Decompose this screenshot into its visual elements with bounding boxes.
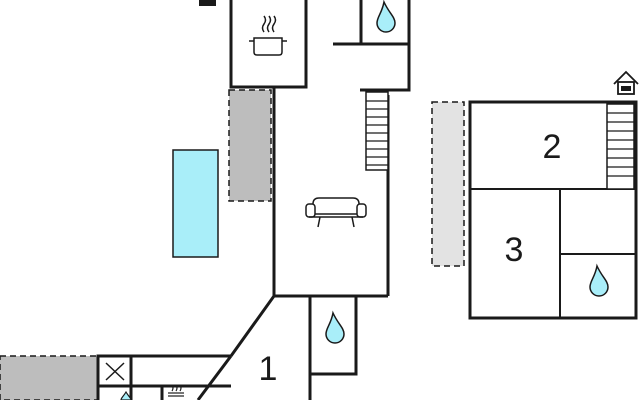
terrace-left: [228, 89, 272, 202]
swimming-pool: [172, 149, 219, 258]
room-1-walls: [229, 295, 358, 400]
upper-right-walls: [333, 0, 411, 92]
sofa-icon: [305, 197, 367, 228]
room-1-lower-diagonal: [196, 355, 233, 400]
terrace-lower-left: [0, 355, 99, 400]
water-drop-icon: [325, 310, 345, 344]
home-entrance-icon: [613, 70, 639, 95]
water-drop-icon: [120, 390, 132, 400]
water-drop-icon: [589, 263, 609, 297]
top-marker: [199, 0, 216, 6]
water-drop-icon: [376, 0, 396, 33]
terrace-annex: [431, 101, 465, 267]
storage-box-icon: [105, 362, 125, 381]
heater-icon: [168, 384, 184, 397]
utility-walls: [96, 354, 231, 400]
main-building: 1: [0, 0, 411, 400]
staircase: [365, 91, 389, 171]
cooking-pot-icon: [249, 15, 287, 56]
room-label-1: 1: [259, 350, 278, 388]
room-label-2: 2: [543, 128, 562, 166]
staircase: [606, 103, 635, 190]
room-label-3: 3: [505, 231, 524, 269]
kitchen-walls: [229, 0, 308, 89]
annex-building: 2 3: [431, 70, 639, 320]
